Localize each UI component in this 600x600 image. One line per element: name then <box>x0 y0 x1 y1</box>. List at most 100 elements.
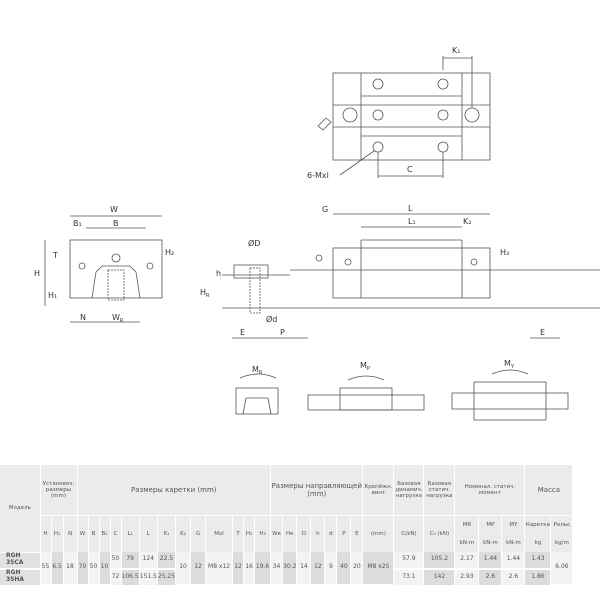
header-dynamic-load: Базовая динамич. нагрузка <box>393 465 425 516</box>
p-label: P <box>280 328 285 337</box>
col-bolt-mm: (mm) <box>362 515 395 552</box>
unit-kg: kg <box>524 534 552 552</box>
h2-label: H₂ <box>165 248 174 257</box>
technical-drawing: K₁ C 6-Mxl W B₁ B T H₂ H H₁ N WR ØD h HR… <box>34 46 600 421</box>
col-MR: MR <box>454 515 480 534</box>
spec-table: Модель Установоч. размеры (mm) Размеры к… <box>0 465 574 586</box>
cell-B1: 10 <box>99 552 111 586</box>
header-moment: Номинал. статич. момент <box>454 465 526 516</box>
od-label: ØD <box>248 238 260 248</box>
cell-K1: 25.25 <box>157 568 177 585</box>
header-install: Установоч. размеры (mm) <box>40 465 78 516</box>
cell-P: 40 <box>336 552 352 586</box>
col-carriage-mass: Каретка <box>524 515 552 534</box>
col-K1: K₁ <box>157 515 177 552</box>
col-B1: B₁ <box>99 515 111 552</box>
h3-label: H₃ <box>500 248 509 257</box>
col-C-kN: C(kN) <box>393 515 425 552</box>
model-name: RGH 35CA <box>0 552 41 570</box>
w-label: W <box>110 205 118 214</box>
b-label: B <box>113 219 119 228</box>
e-label: E <box>240 328 245 337</box>
cell-H: 55 <box>40 552 52 586</box>
spec-table-container: Модель Установоч. размеры (mm) Размеры к… <box>0 465 600 586</box>
col-C: C <box>110 515 122 552</box>
col-MP: MP <box>478 515 503 534</box>
header-carriage: Размеры каретки (mm) <box>77 465 272 516</box>
col-D: D <box>296 515 312 552</box>
mr-label: MR <box>252 365 263 376</box>
unit-kg-m: kg/m <box>550 534 574 552</box>
cell-d: 9 <box>324 552 338 586</box>
col-K2: K₂ <box>175 515 192 552</box>
cell-h: 12 <box>310 552 326 586</box>
rail-h-label: h <box>216 269 221 278</box>
hr-label: HR <box>200 288 210 299</box>
col-H: H <box>40 515 52 552</box>
cell-C-dyn: 73.1 <box>393 568 425 585</box>
cell-B: 50 <box>88 552 100 586</box>
cell-H2: 16 <box>243 552 256 586</box>
holes-label: 6-Mxl <box>307 171 329 180</box>
wr-label: WR <box>112 313 124 324</box>
cell-C0: 105.2 <box>423 552 456 570</box>
n-label: N <box>80 313 86 322</box>
col-HR: Hʀ <box>282 515 298 552</box>
cell-G: 12 <box>190 552 207 586</box>
col-H3: H₃ <box>254 515 272 552</box>
col-T: T <box>232 515 245 552</box>
cell-W: 70 <box>77 552 89 586</box>
rail-section: ØD h HR Ød E P <box>200 238 308 339</box>
side-view: L L₁ G K₂ H₃ E <box>290 204 600 339</box>
col-B: B <box>88 515 100 552</box>
cell-HR: 30.2 <box>282 552 298 586</box>
col-Mxl: Mxl <box>205 515 234 552</box>
cell-MR: 2.93 <box>454 568 480 585</box>
header-mass: Масса <box>524 465 574 516</box>
col-L: L <box>139 515 158 552</box>
col-C0-kN: C₀ (kN) <box>423 515 456 552</box>
mp-label: MP <box>360 361 370 372</box>
cell-C: 50 <box>110 552 122 570</box>
h-label: H <box>34 269 40 278</box>
header-static-load: Базовая статич. нагрузка <box>423 465 456 516</box>
cell-MY: 1.44 <box>501 552 526 570</box>
col-P: P <box>336 515 352 552</box>
cell-C-dyn: 57.9 <box>393 552 425 570</box>
cell-D: 14 <box>296 552 312 586</box>
cell-WR: 34 <box>270 552 284 586</box>
col-H1: H₁ <box>51 515 64 552</box>
cell-MP: 2.6 <box>478 568 503 585</box>
l1-label: L₁ <box>408 217 416 226</box>
cell-C0: 142 <box>423 568 456 585</box>
my-label: MY <box>504 359 515 370</box>
cell-MR: 2.17 <box>454 552 480 570</box>
cell-L1: 106.5 <box>121 568 140 585</box>
cell-T: 12 <box>232 552 245 586</box>
table-row: RGH 35CA 55 6.5 18 70 50 10 50 79 124 22… <box>0 552 574 586</box>
k2-label: K₂ <box>463 217 471 226</box>
col-MY: MY <box>501 515 526 534</box>
header-model: Модель <box>0 465 41 553</box>
col-L1: L₁ <box>121 515 140 552</box>
cell-L1: 79 <box>121 552 140 570</box>
unit-MP: kN-m <box>478 534 503 552</box>
c-label: C <box>407 165 413 174</box>
header-rail: Размеры направляющей (mm) <box>270 465 364 516</box>
col-G: G <box>190 515 207 552</box>
col-d: d <box>324 515 338 552</box>
cell-bolt: M8 x25 <box>362 552 395 586</box>
front-view: W B₁ B T H₂ H H₁ N WR <box>34 205 174 324</box>
cell-L: 151.5 <box>139 568 158 585</box>
header-bolt: Крепёжн. винт <box>362 465 395 516</box>
col-W: W <box>77 515 89 552</box>
table-row: RGH 35HA 72 106.5 151.5 25.25 73.1 142 2… <box>0 568 573 585</box>
cell-K2: 10 <box>175 552 192 586</box>
col-H2: H₂ <box>243 515 256 552</box>
drawing-canvas: K₁ C 6-Mxl W B₁ B T H₂ H H₁ N WR ØD h HR… <box>34 46 600 421</box>
cell-MY: 2.6 <box>501 568 526 585</box>
g-label: G <box>322 205 328 214</box>
model-name: RGH 35HA <box>0 568 41 585</box>
cell-rail-mass: 6.06 <box>550 552 574 586</box>
h1-label: H₁ <box>48 291 57 300</box>
